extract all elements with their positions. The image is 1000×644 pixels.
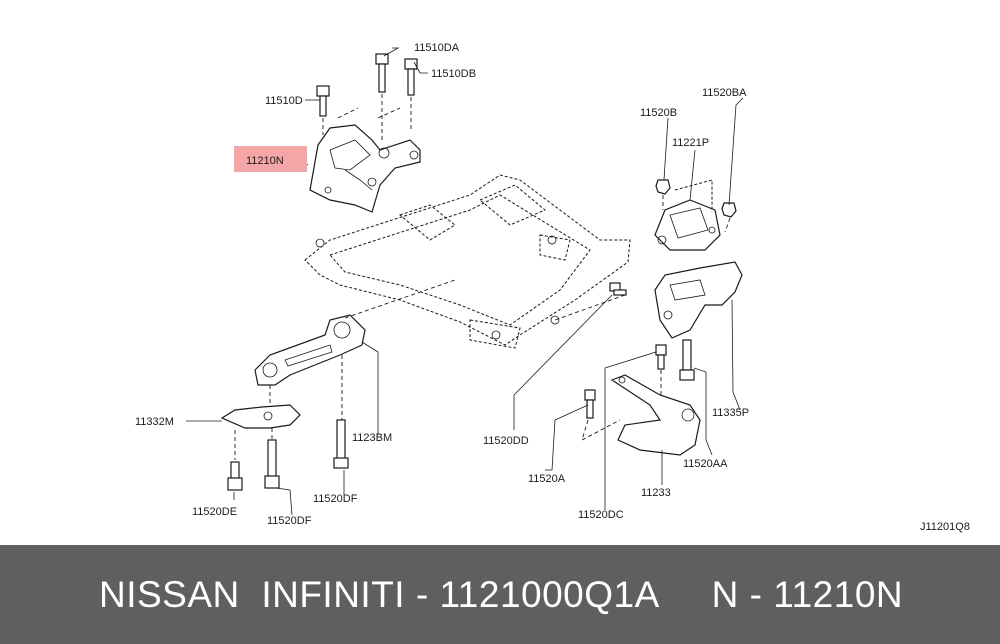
nut-11520ba	[721, 202, 737, 218]
label-11520df-mid: 11520DF	[313, 493, 358, 505]
nut-11520b	[655, 179, 671, 195]
bolt-11510db	[404, 58, 418, 96]
label-11233: 11233	[641, 487, 671, 499]
front-subframe	[304, 174, 631, 349]
engine-mount-exploded-diagram: 11510DA 11510DB 11510D 11210N 11520B 115…	[135, 42, 970, 533]
label-11510d: 11510D	[265, 95, 303, 107]
bracket-11332m	[220, 404, 301, 429]
part-number-banner: NISSAN INFINITI - 1121000Q1A N - 11210N	[0, 545, 1000, 644]
bolt-11510d	[316, 85, 330, 117]
bolt-11520dd	[609, 282, 627, 296]
label-11520ba: 11520BA	[702, 87, 747, 99]
label-1123bm: 1123BM	[352, 432, 392, 444]
label-11520dc: 11520DC	[578, 509, 624, 521]
label-11332m: 11332M	[135, 416, 174, 428]
bolt-11520de	[227, 461, 243, 491]
label-11520dd: 11520DD	[483, 435, 529, 447]
label-11210n: 11210N	[246, 155, 284, 167]
label-11335p: 11335P	[712, 407, 749, 419]
bolt-11520df-left	[264, 439, 280, 489]
upper-engine-mount	[309, 124, 421, 213]
bolt-11520df-mid	[333, 419, 349, 469]
label-11520a: 11520A	[528, 473, 566, 485]
label-11510da: 11510DA	[414, 42, 460, 54]
part-labels: 11510DA 11510DB 11510D 11210N 11520B 115…	[135, 42, 970, 533]
bolt-11510da	[375, 53, 389, 93]
part-number-text: NISSAN INFINITI - 1121000Q1A N - 11210N	[99, 573, 904, 615]
bolt-11520aa	[679, 339, 695, 381]
label-11520b: 11520B	[640, 107, 677, 119]
torque-rod-1123bm	[254, 314, 366, 386]
label-11520de: 11520DE	[192, 506, 237, 518]
label-11520df-left: 11520DF	[267, 515, 312, 527]
highlighted-part-label-box	[234, 146, 307, 172]
diagram-code: J11201Q8	[920, 521, 970, 533]
bolt-11520a	[584, 389, 596, 419]
leader-lines	[186, 47, 744, 516]
label-11510db: 11510DB	[431, 68, 476, 80]
bracket-11335p	[654, 261, 743, 339]
mount-11221p	[654, 199, 721, 251]
label-11221p: 11221P	[672, 137, 709, 149]
label-11520aa: 11520AA	[683, 458, 728, 470]
bolt-11520dc	[655, 344, 667, 370]
support-11233	[610, 374, 701, 456]
